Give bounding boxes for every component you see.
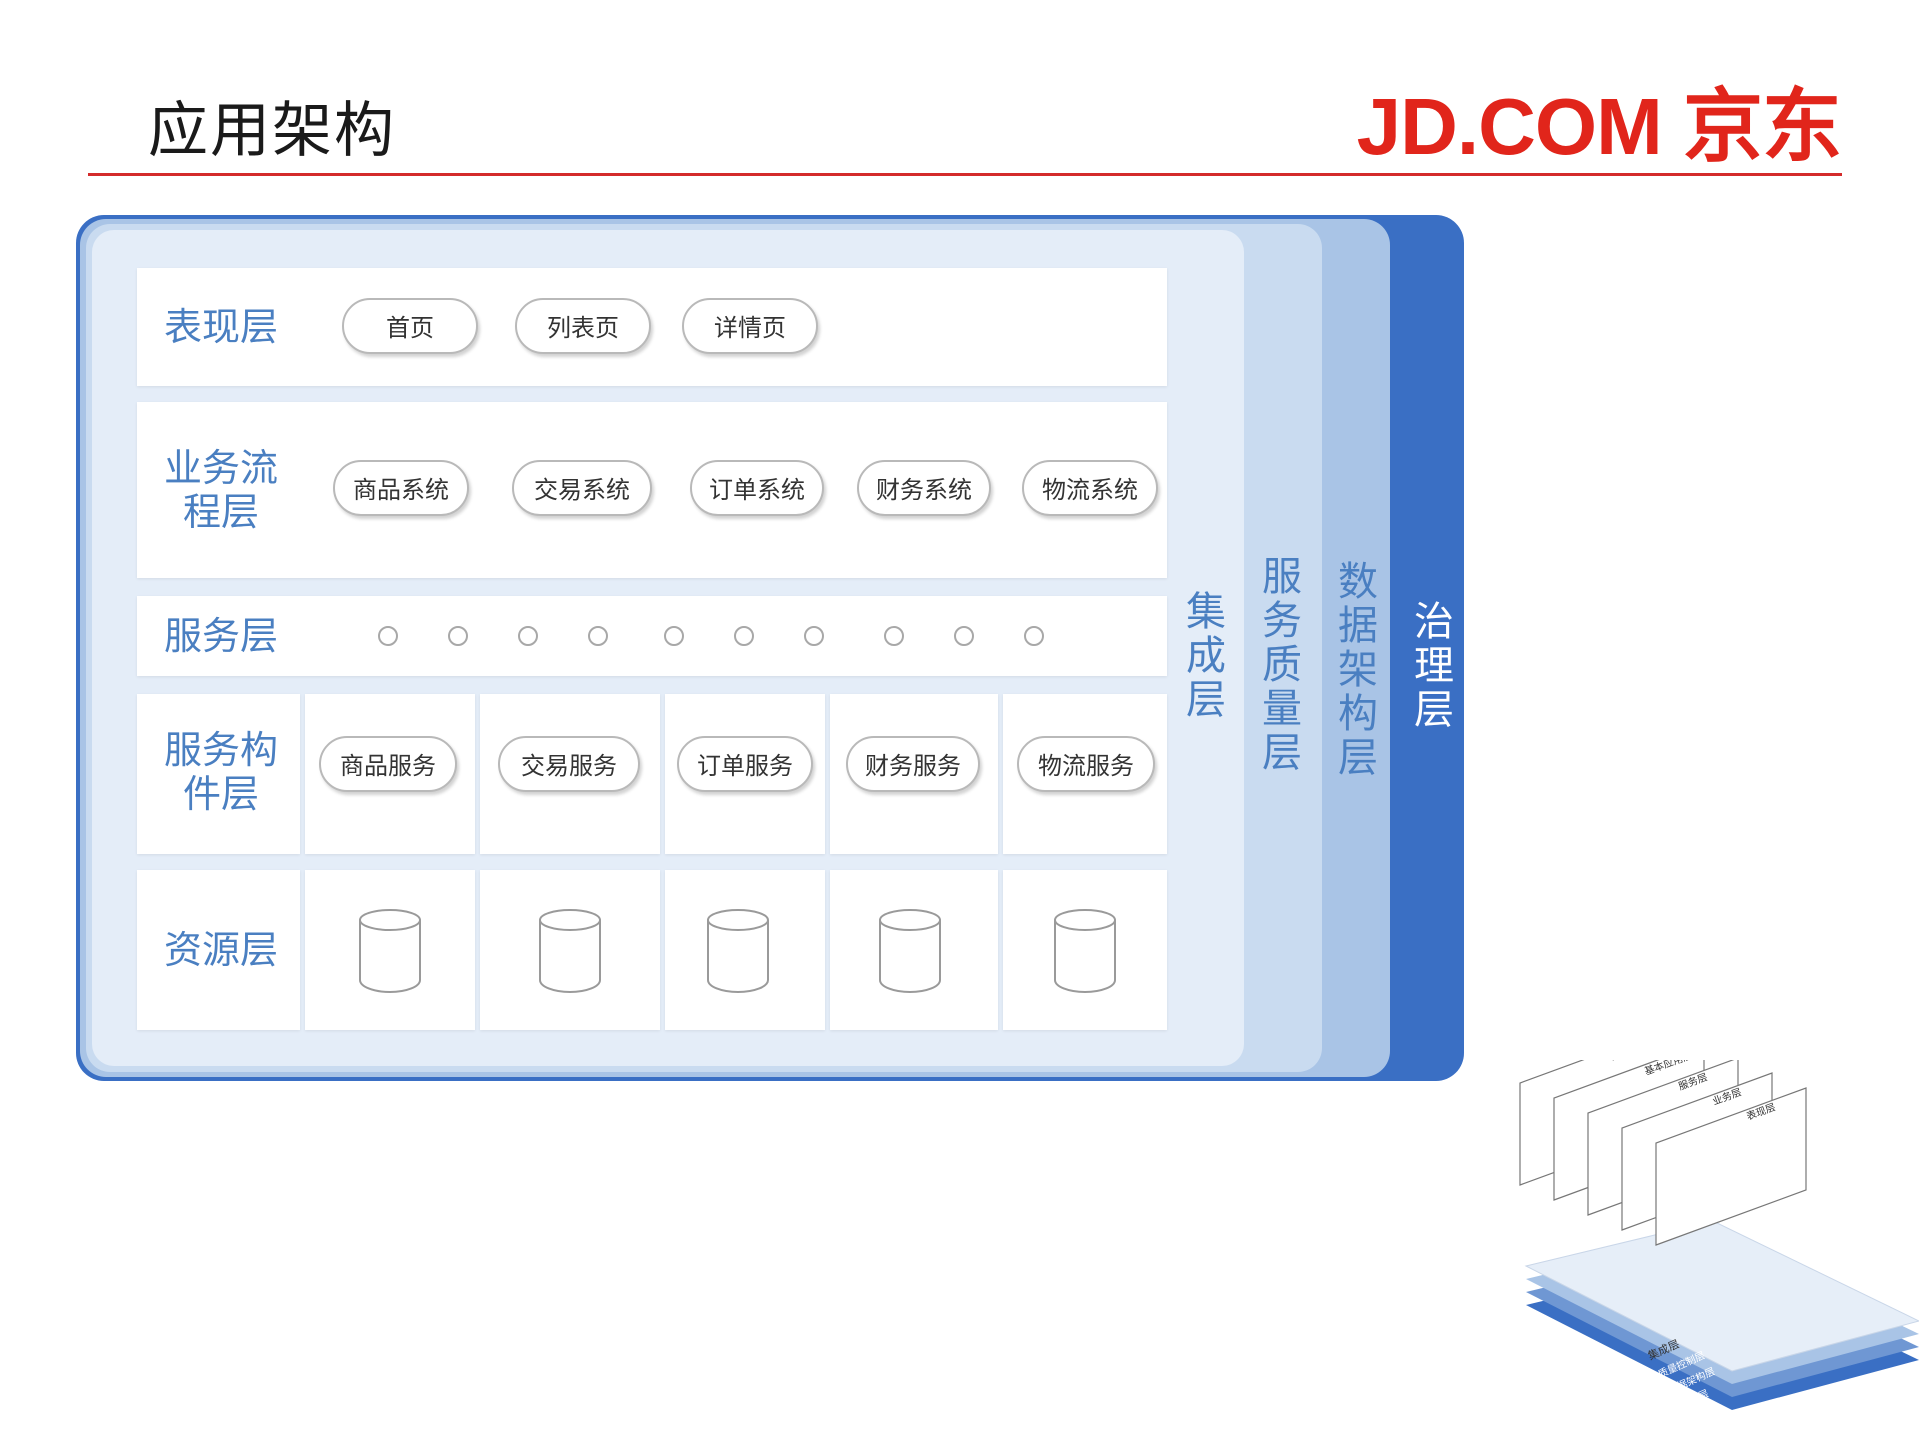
service-quality-layer-label: 服务质量层 [1262, 554, 1302, 776]
database-icon [707, 909, 769, 993]
homepage-pill: 首页 [342, 298, 478, 354]
finance-system-pill: 财务系统 [857, 460, 991, 516]
service-node-dot [448, 626, 468, 646]
database-icon [1054, 909, 1116, 993]
service-node-dot [954, 626, 974, 646]
service-layer-label: 服务层 [163, 614, 278, 658]
resource-label-cell: 资源层 [137, 870, 300, 1030]
order-service-pill: 订单服务 [677, 736, 813, 792]
finance-service-pill: 财务服务 [846, 736, 980, 792]
order-service-cell: 订单服务 [665, 694, 825, 854]
product-service-cell: 商品服务 [305, 694, 475, 854]
governance-layer-label: 治理层 [1414, 599, 1454, 733]
product-system-pill: 商品系统 [333, 460, 469, 516]
presentation-layer-label: 表现层 [163, 305, 278, 349]
service-node-dot [804, 626, 824, 646]
business-flow-layer-row: 业务流程层 商品系统 交易系统 订单系统 财务系统 物流系统 [137, 402, 1167, 578]
database-icon [539, 909, 601, 993]
order-system-pill: 订单系统 [690, 460, 824, 516]
mini-layer-card [1655, 1087, 1807, 1246]
trade-service-cell: 交易服务 [480, 694, 660, 854]
service-node-dot [734, 626, 754, 646]
mini-base-layers [1524, 1220, 1919, 1410]
data-architecture-layer-label: 数据架构层 [1338, 559, 1378, 781]
logistics-service-pill: 物流服务 [1017, 736, 1155, 792]
mini-base-integration [1524, 1220, 1919, 1372]
database-icon [879, 909, 941, 993]
service-node-dot [664, 626, 684, 646]
jd-logo: JD.COM 京东 [1356, 82, 1842, 171]
detail-page-pill: 详情页 [682, 298, 818, 354]
list-page-pill: 列表页 [515, 298, 651, 354]
resource-layer-row: 资源层 [137, 870, 1167, 1030]
product-service-pill: 商品服务 [319, 736, 457, 792]
trade-service-pill: 交易服务 [498, 736, 640, 792]
presentation-layer-row: 表现层 首页 列表页 详情页 [137, 268, 1167, 386]
page-title: 应用架构 [148, 96, 396, 166]
service-node-dot [1024, 626, 1044, 646]
logistics-service-cell: 物流服务 [1003, 694, 1167, 854]
business-flow-layer-label: 业务流程层 [163, 446, 278, 534]
service-layer-row: 服务层 [137, 596, 1167, 676]
database-icon [359, 909, 421, 993]
finance-service-cell: 财务服务 [830, 694, 998, 854]
service-node-dot [518, 626, 538, 646]
trade-system-pill: 交易系统 [512, 460, 652, 516]
service-component-layer-row: 服务构件层 商品服务 交易服务 订单服务 财务服务 物流服务 [137, 694, 1167, 854]
service-component-label-cell: 服务构件层 [137, 694, 300, 854]
integration-layer-label: 集成层 [1186, 589, 1226, 723]
header-divider [88, 173, 1842, 176]
service-component-layer-label: 服务构件层 [163, 728, 278, 816]
resource-layer-label: 资源层 [163, 928, 278, 972]
service-node-dot [884, 626, 904, 646]
service-node-dot [378, 626, 398, 646]
logistics-system-pill: 物流系统 [1022, 460, 1158, 516]
service-node-dot [588, 626, 608, 646]
